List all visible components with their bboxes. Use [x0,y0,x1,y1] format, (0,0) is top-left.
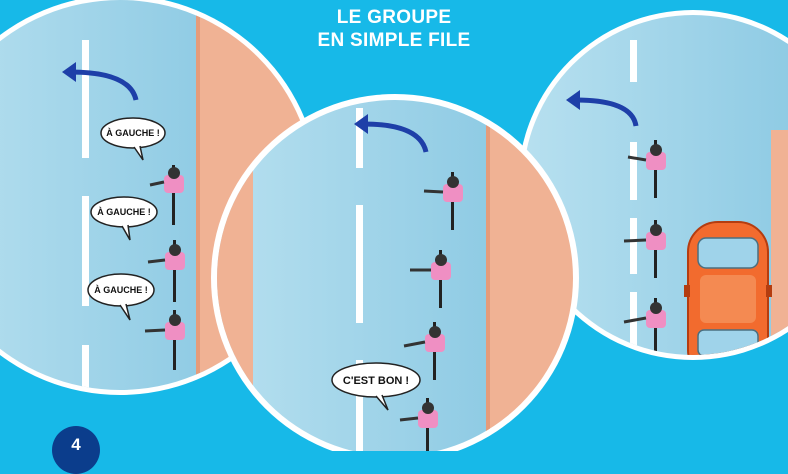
step-number-badge: 4 [52,426,100,474]
speech-bubble-text: À GAUCHE ! [94,285,148,295]
speech-bubble-text: C'EST BON ! [343,375,409,387]
speech-bubble-text: À GAUCHE ! [106,128,160,138]
illustration: À GAUCHE ! À GAUCHE ! À GAUCHE ! [0,0,788,451]
speech-bubble-text: À GAUCHE ! [97,207,151,217]
